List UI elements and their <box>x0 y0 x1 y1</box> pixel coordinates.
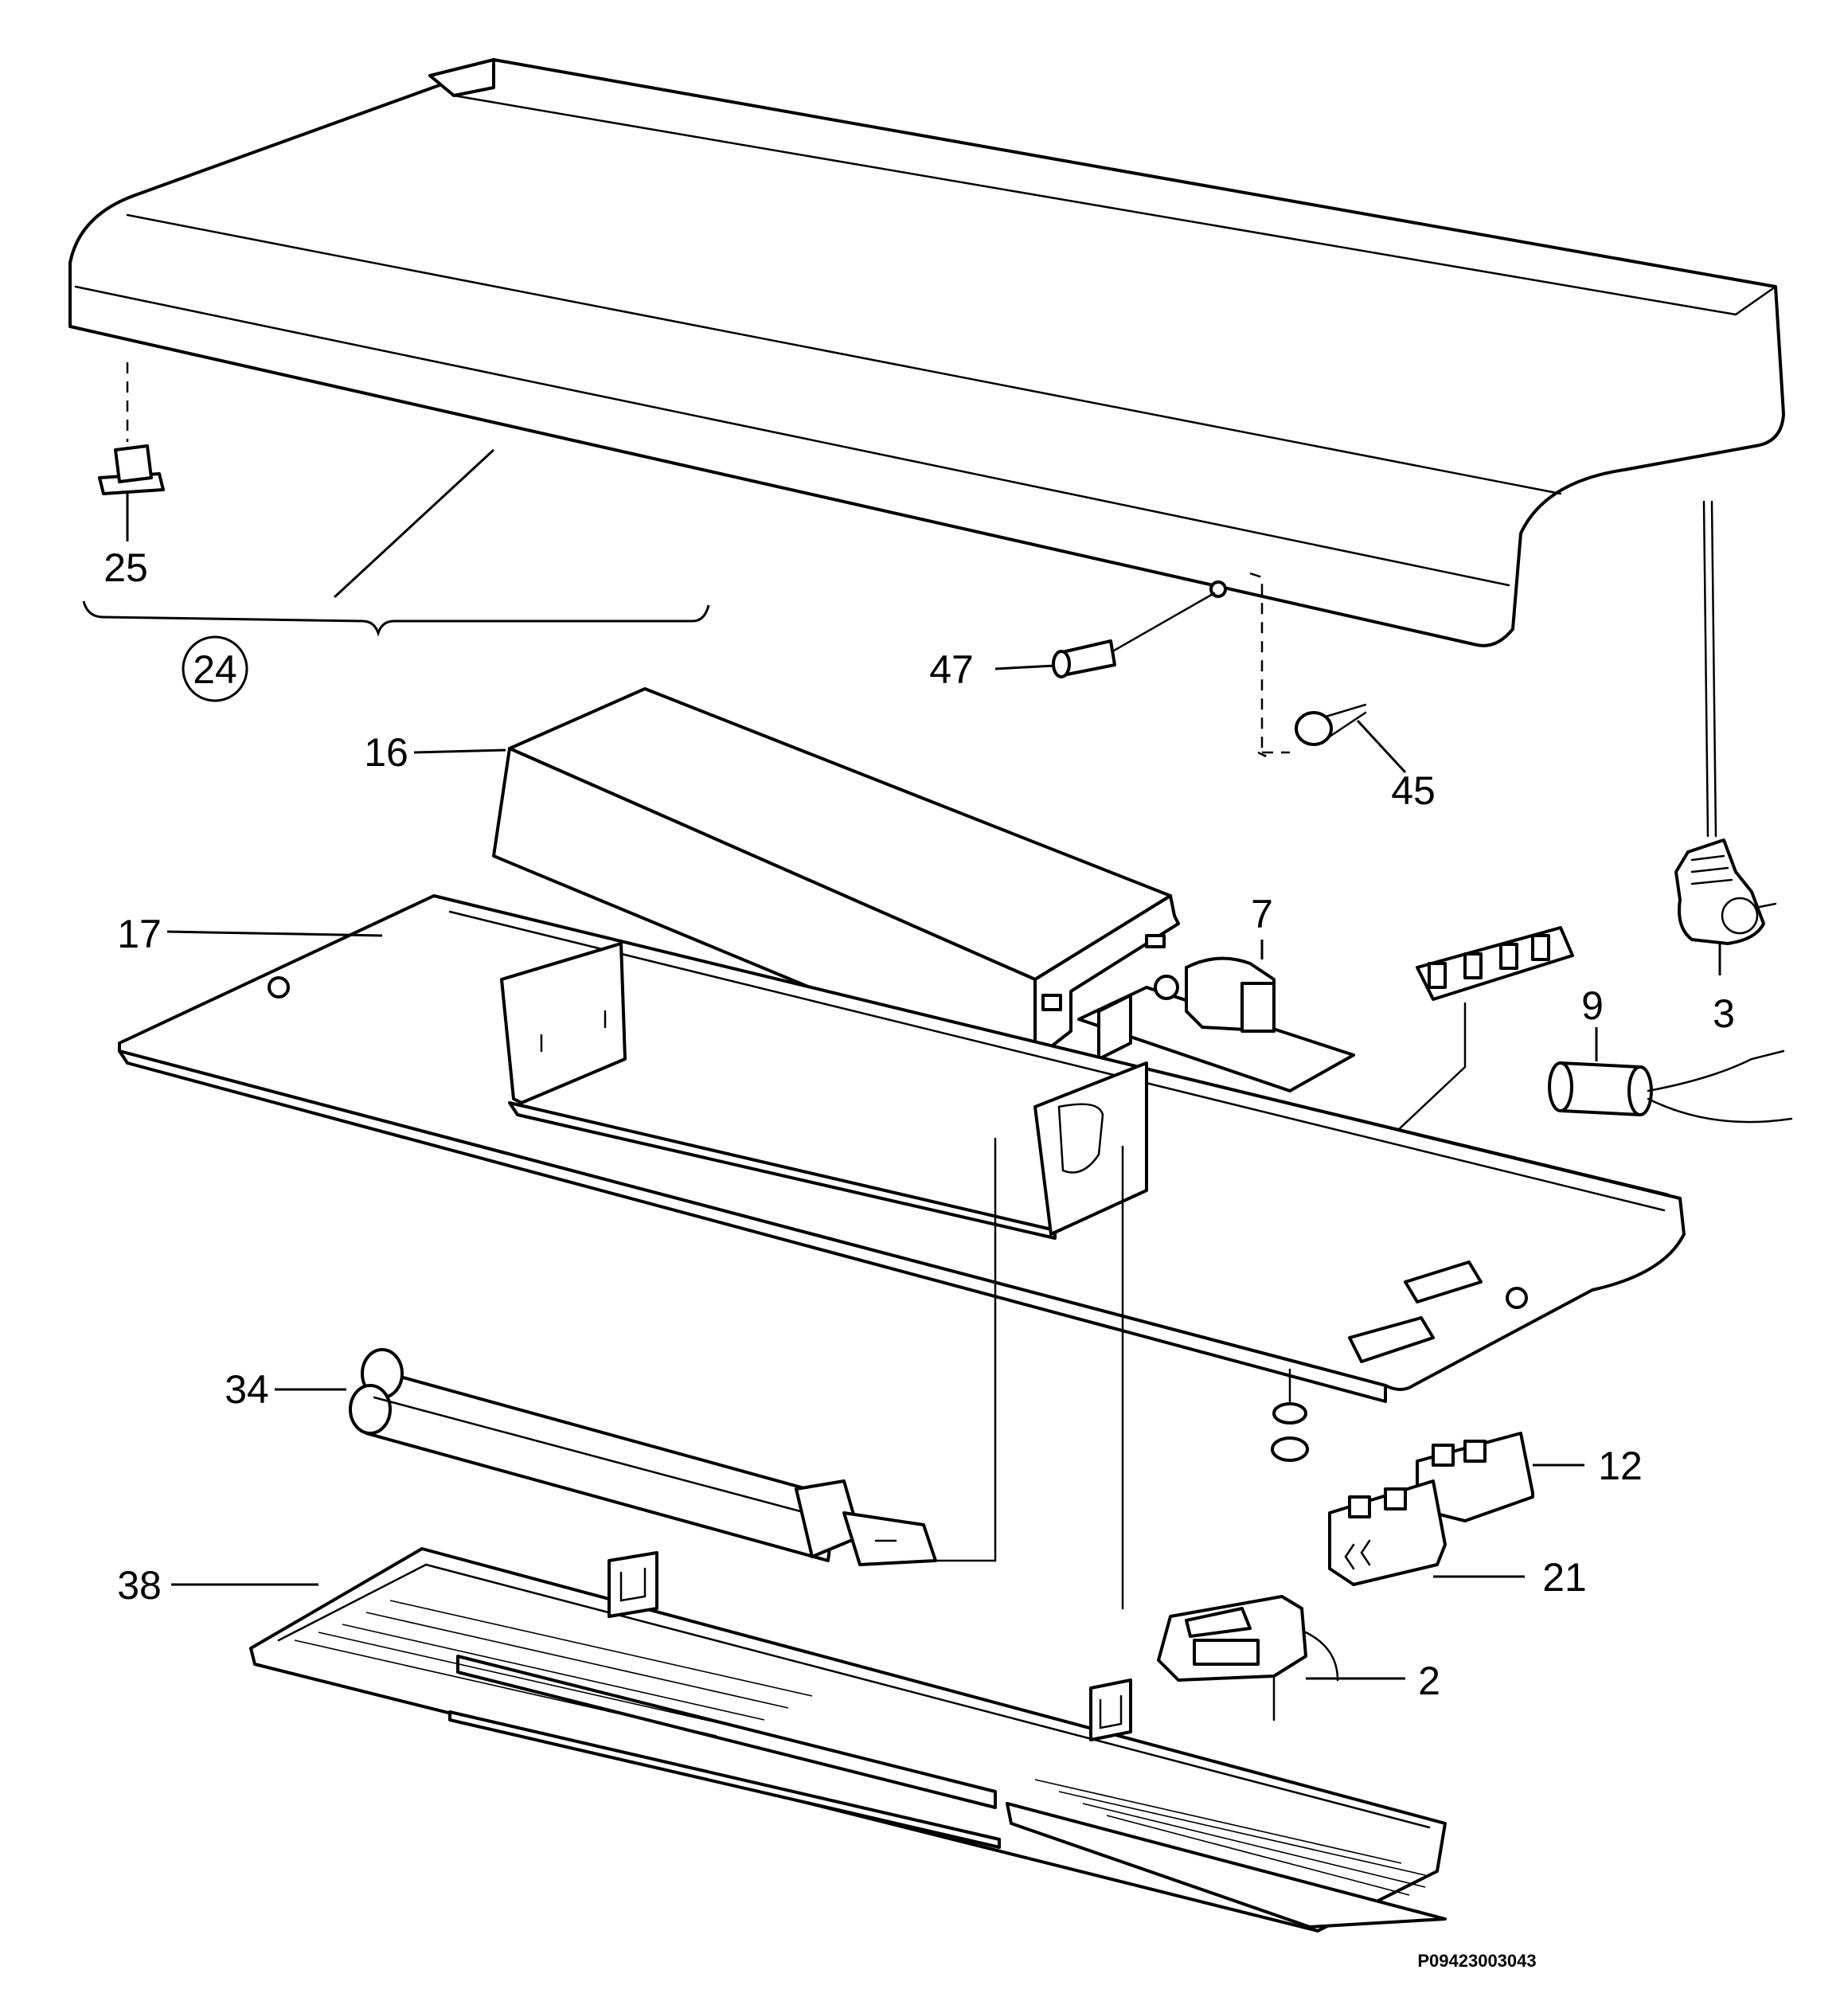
callout-24-circle <box>182 635 248 702</box>
capacitor-9 <box>1548 1027 1793 1124</box>
callout-12: 12 <box>1598 1444 1643 1488</box>
callout-25: 25 <box>104 545 148 590</box>
callout-9: 9 <box>1581 983 1604 1028</box>
ballast-7 <box>1077 940 1355 1092</box>
callout-3: 3 <box>1713 991 1735 1036</box>
lamp-cover-16 <box>413 687 1180 1073</box>
callout-17: 17 <box>117 912 162 956</box>
power-cord-3 <box>1674 500 1777 975</box>
hood-canopy <box>68 58 1785 647</box>
leader-24 <box>333 448 495 599</box>
indicator-lamp-45 <box>1249 572 1407 774</box>
clip-part <box>98 362 165 541</box>
callout-38: 38 <box>117 1563 162 1608</box>
callout-21: 21 <box>1542 1555 1587 1600</box>
callout-2: 2 <box>1418 1659 1440 1703</box>
callout-labels: 24 25 47 45 16 17 7 9 3 34 12 21 38 2 P0… <box>104 545 1735 1971</box>
diagram-id: P09423003043 <box>1417 1951 1536 1971</box>
washers <box>1271 1368 1309 1462</box>
callout-34: 34 <box>225 1367 269 1412</box>
fluorescent-tube-34 <box>275 1348 937 1566</box>
callout-45: 45 <box>1391 768 1436 813</box>
callout-47: 47 <box>929 647 974 692</box>
grease-filter-38 <box>171 1547 1447 1933</box>
callout-7: 7 <box>1251 892 1273 936</box>
callout-24: 24 <box>193 647 237 692</box>
bracket-24 <box>82 600 710 637</box>
callout-16: 16 <box>364 730 408 775</box>
switch-12 <box>1416 1432 1584 1522</box>
base-plate-17 <box>118 894 1686 1562</box>
screw-47 <box>994 580 1227 678</box>
filter-mesh <box>294 1600 1426 1896</box>
switch-21 <box>1328 1479 1525 1586</box>
lamp-holder-2 <box>1121 1145 1405 1721</box>
